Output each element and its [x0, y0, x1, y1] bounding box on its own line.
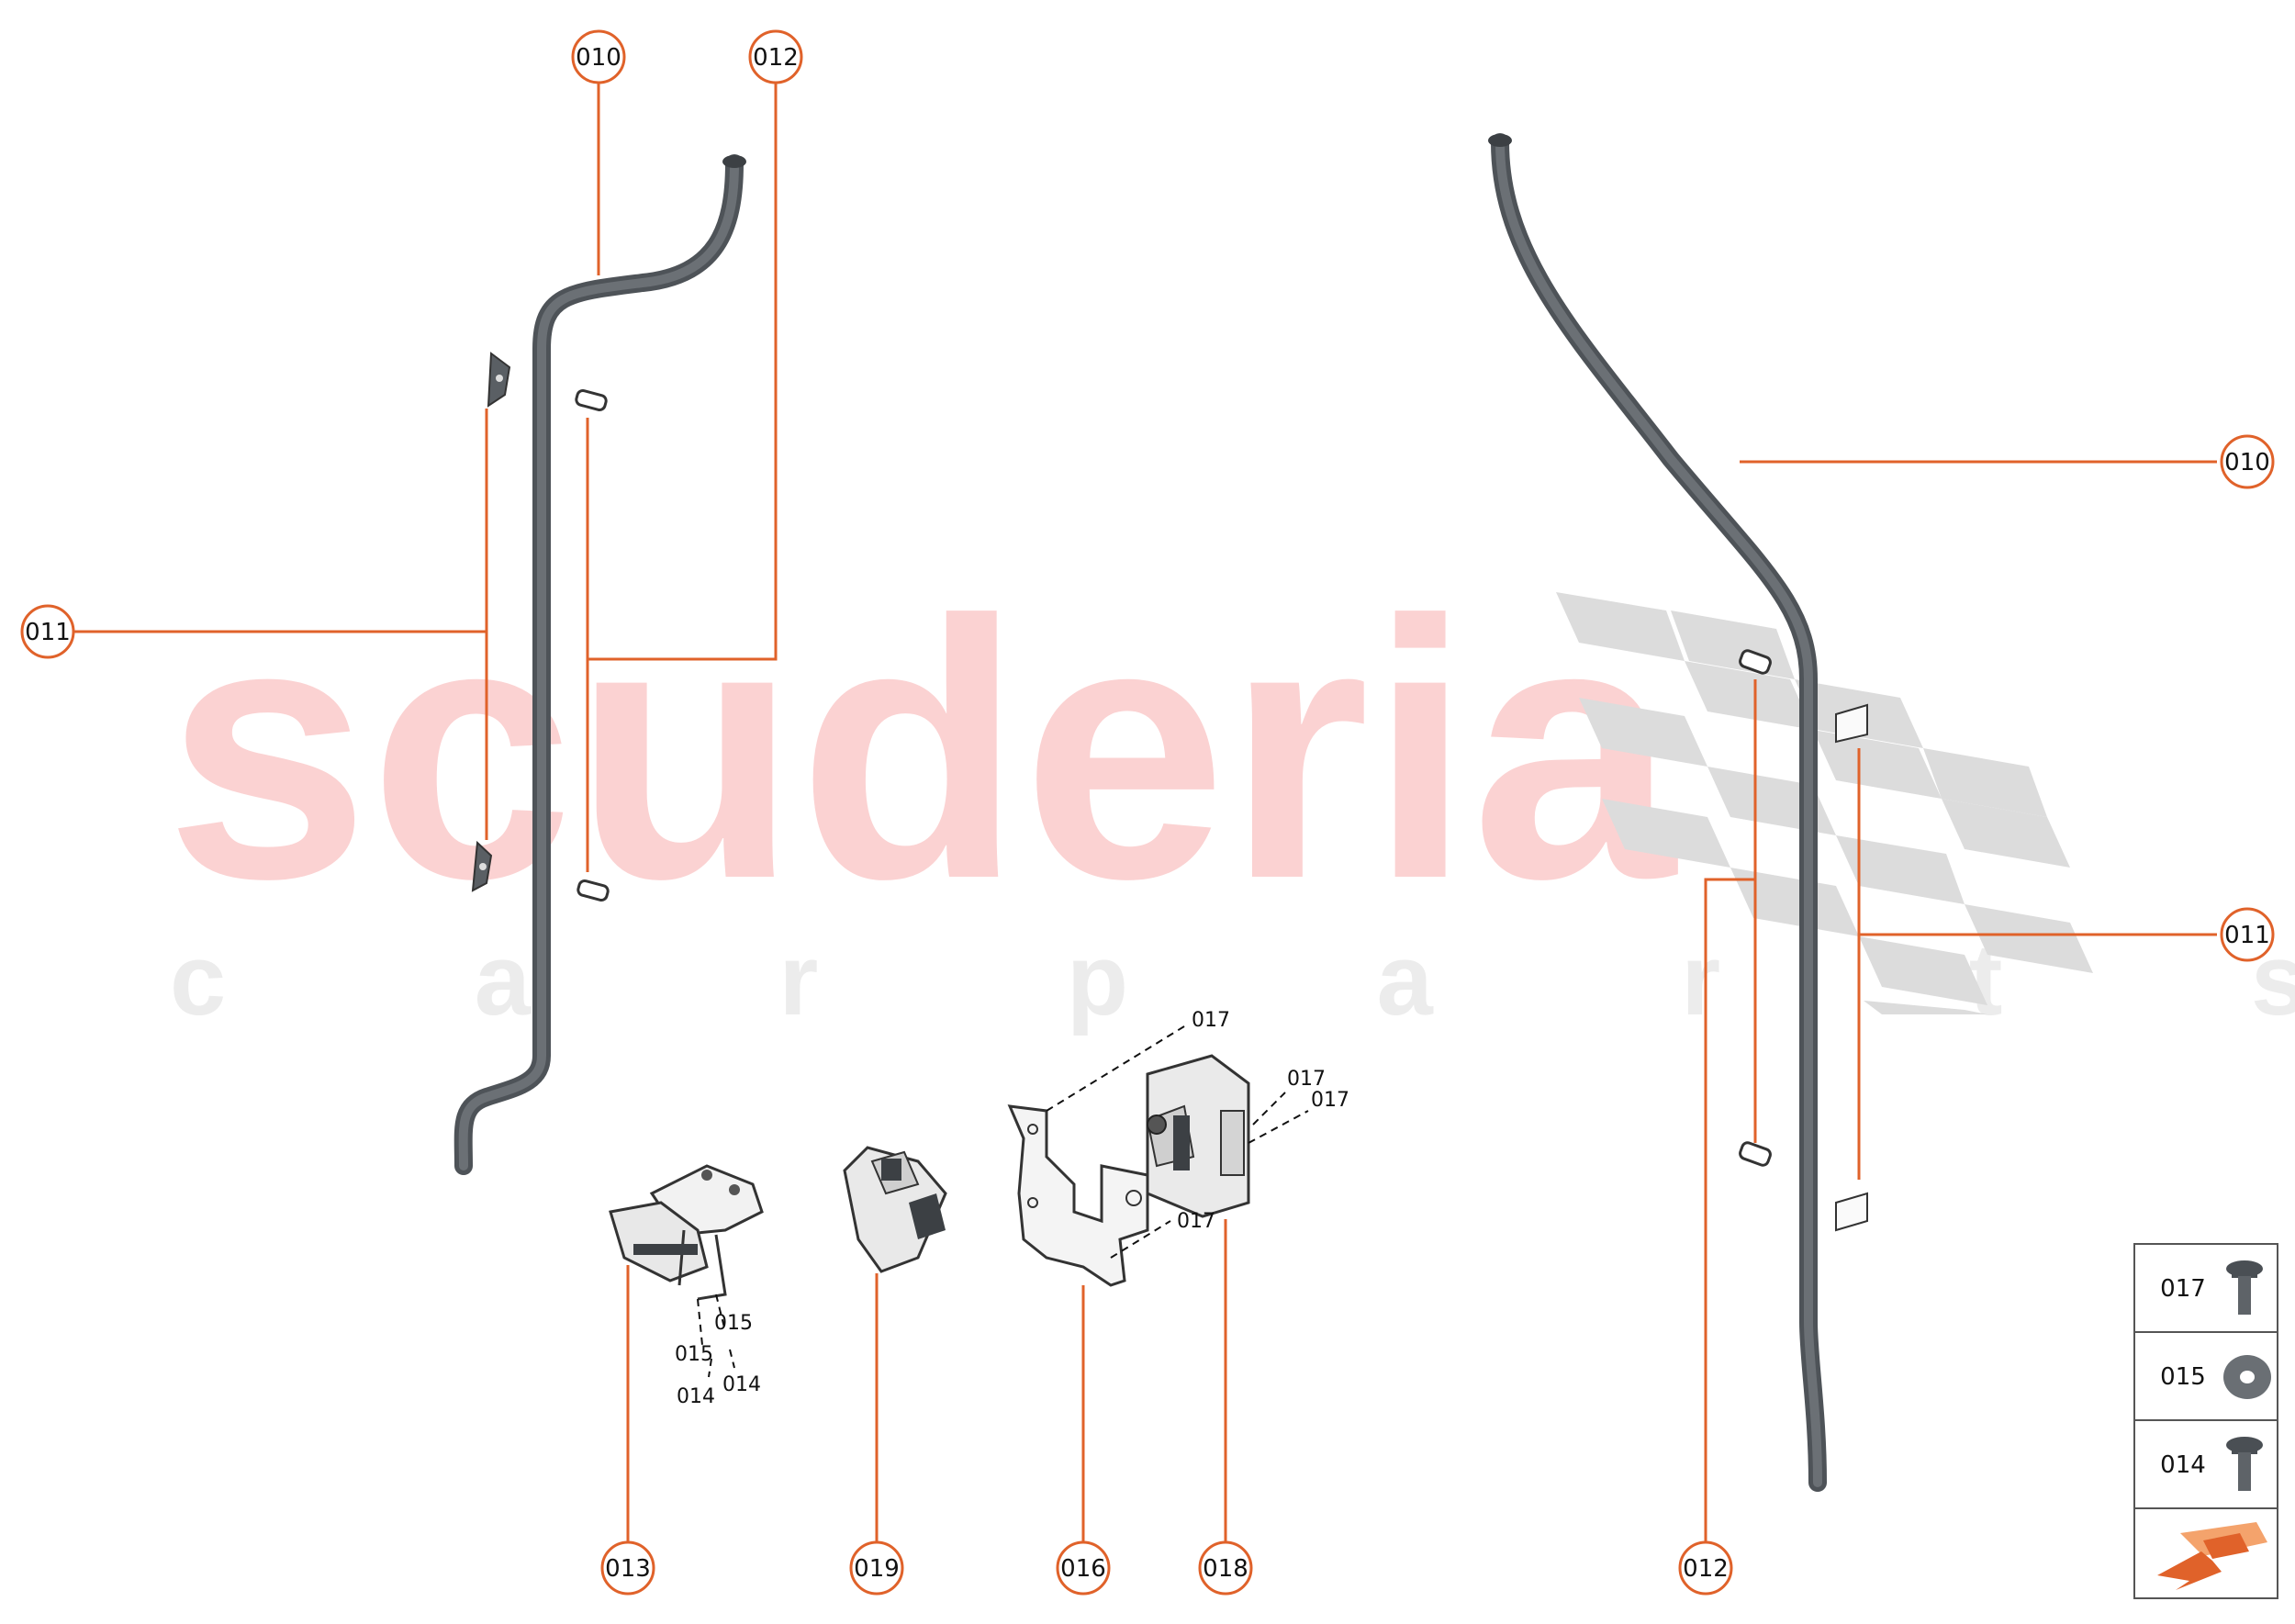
- watermark-tagline: c a r p a r t s: [170, 924, 2295, 1036]
- callout-019[interactable]: 019: [849, 1540, 904, 1596]
- callout-012-left[interactable]: 012: [748, 29, 803, 84]
- actuator-018: [1146, 1054, 1250, 1218]
- callout-label: 010: [2224, 449, 2270, 476]
- legend-code: 015: [2160, 1363, 2206, 1391]
- dashed-leaders: [697, 1023, 1309, 1378]
- callout-leaders: [73, 78, 2217, 1551]
- label-017: 017: [1177, 1210, 1215, 1233]
- callout-label: 011: [25, 619, 71, 646]
- callout-label: 011: [2224, 922, 2270, 949]
- legend-row-015[interactable]: 015: [2160, 1355, 2271, 1399]
- callout-012-right[interactable]: 012: [1678, 1540, 1733, 1596]
- label-014: 014: [677, 1385, 715, 1408]
- callout-label: 012: [753, 44, 799, 72]
- callout-label: 010: [576, 44, 621, 72]
- hose-right: [1488, 133, 1827, 1492]
- label-015: 015: [675, 1343, 713, 1366]
- clip-012-left-bottom: [577, 879, 610, 902]
- clip-011-left-top: [487, 352, 511, 408]
- clip-011-left-bottom: [471, 840, 493, 892]
- screw-icon: [2226, 1437, 2263, 1491]
- legend-row-017[interactable]: 017: [2160, 1260, 2263, 1315]
- clip-012-right-bottom: [1739, 1141, 1772, 1167]
- callout-label: 018: [1203, 1555, 1248, 1583]
- hinge-013: [609, 1164, 764, 1301]
- clip-012-right-top: [1739, 649, 1772, 675]
- callout-013[interactable]: 013: [600, 1540, 655, 1596]
- legend-code: 017: [2160, 1275, 2206, 1303]
- fastener-legend: 017 015 014: [2133, 1243, 2278, 1599]
- hose-left: [453, 154, 746, 1175]
- callout-label: 016: [1060, 1555, 1106, 1583]
- legend-nav-arrow[interactable]: [2157, 1522, 2267, 1590]
- callout-010-right[interactable]: 010: [2220, 434, 2275, 489]
- callout-label: 013: [605, 1555, 651, 1583]
- watermark: scuderia c a r p a r t s: [165, 544, 2295, 1036]
- callout-label: 012: [1683, 1555, 1729, 1583]
- watermark-brand: scuderia: [165, 544, 1678, 955]
- legend-code: 014: [2160, 1451, 2206, 1479]
- callout-011-right[interactable]: 011: [2220, 907, 2275, 962]
- bracket-019: [843, 1146, 947, 1273]
- arrow-icon: [2157, 1522, 2267, 1590]
- callout-010-left[interactable]: 010: [571, 29, 626, 84]
- callout-016[interactable]: 016: [1056, 1540, 1111, 1596]
- label-017: 017: [1311, 1089, 1349, 1112]
- washer-icon: [2223, 1355, 2271, 1399]
- callout-label: 019: [854, 1555, 900, 1583]
- label-014: 014: [722, 1373, 761, 1396]
- clip-012-left-top: [575, 388, 608, 412]
- label-017: 017: [1192, 1009, 1230, 1032]
- screw-icon: [2226, 1260, 2263, 1315]
- label-017: 017: [1287, 1068, 1326, 1091]
- patch-011-right-bottom: [1835, 1192, 1868, 1232]
- legend-row-014[interactable]: 014: [2160, 1437, 2263, 1491]
- callout-018[interactable]: 018: [1198, 1540, 1253, 1596]
- patch-011-right-top: [1835, 703, 1868, 744]
- bracket-plate-016: [1007, 1104, 1149, 1287]
- small-labels: 017 017 017 017 015 015 014 014: [675, 1009, 1349, 1408]
- callout-011-left[interactable]: 011: [20, 604, 75, 659]
- checkered-flag-icon: [1556, 592, 2093, 1014]
- label-015: 015: [714, 1312, 753, 1335]
